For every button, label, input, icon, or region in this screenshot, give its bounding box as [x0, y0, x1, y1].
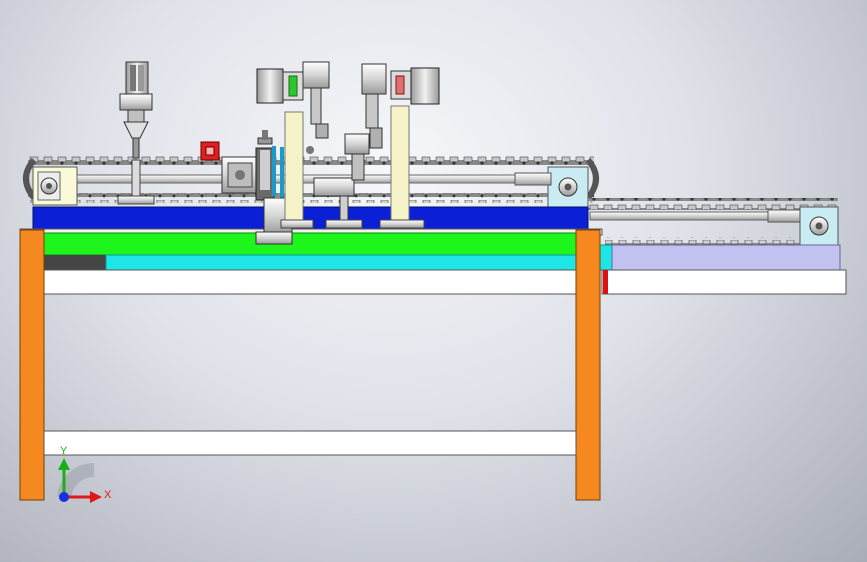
left-leg	[19, 229, 45, 501]
motor-station-right	[361, 63, 440, 229]
x-axis-label: X	[104, 489, 112, 501]
dark-strip	[44, 255, 106, 270]
right-leg	[575, 229, 601, 501]
right-drive-block	[547, 166, 589, 208]
red-marker	[603, 270, 608, 294]
left-idler-block	[32, 166, 78, 206]
lower-crossbeam	[43, 430, 577, 456]
motor-station-left	[256, 61, 330, 229]
red-control-box	[200, 141, 220, 161]
rail-clamp	[514, 172, 552, 186]
right-end-block	[799, 206, 839, 246]
x-arrowhead	[90, 491, 102, 503]
mid-actuator-assembly	[313, 133, 370, 229]
y-axis-label: Y	[60, 445, 68, 457]
upper-crossbeam	[43, 269, 577, 295]
extension-crossbeam	[601, 269, 847, 295]
gripper-station-left	[117, 61, 155, 205]
z-axis-dot	[59, 492, 69, 502]
upper-chain-conveyor	[23, 153, 599, 203]
green-plate	[43, 232, 577, 256]
extension-cyan-block	[599, 244, 613, 271]
gearbox-assembly	[221, 130, 284, 201]
y-arrowhead	[58, 458, 70, 470]
coordinate-triad: Y X	[57, 445, 112, 503]
lavender-plate	[611, 244, 841, 271]
cyan-strip	[105, 254, 577, 271]
